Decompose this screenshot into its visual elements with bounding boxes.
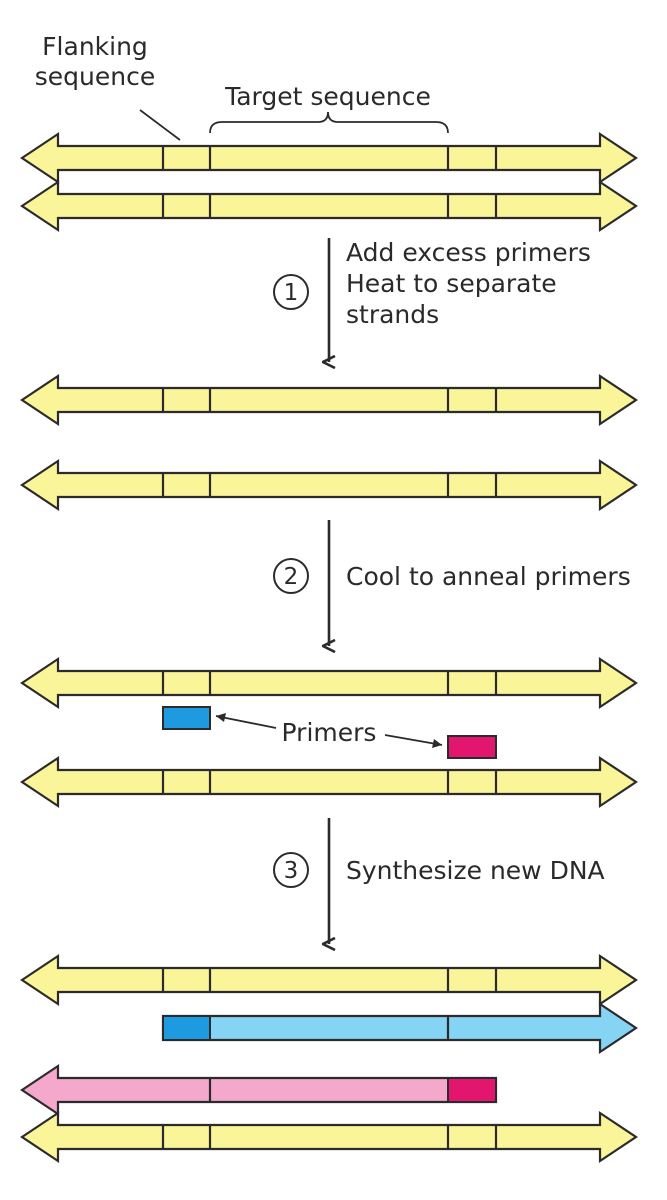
target-brace — [209, 111, 449, 134]
step-2-line-1: Cool to anneal primers — [346, 562, 631, 591]
step-3-number: 3 — [284, 858, 299, 884]
step-3-line-1: Synthesize new DNA — [346, 856, 605, 885]
flanking-label-line1: Flanking — [42, 32, 148, 61]
strand-bottom-template — [20, 1110, 638, 1164]
step-3-circle — [273, 852, 309, 888]
step-1-line-1: Add excess primers — [346, 238, 591, 267]
strand-top-template — [20, 953, 638, 1007]
strand-top-annealed — [20, 656, 638, 710]
primer-right — [447, 735, 497, 759]
new-strand-from-right-primer — [20, 1063, 498, 1117]
strand-bottom-initial — [20, 179, 638, 233]
strand-bottom-separated — [20, 458, 638, 512]
strand-bottom-annealed — [20, 755, 638, 809]
strand-top-initial — [20, 131, 638, 185]
flanking-pointer — [139, 109, 181, 141]
step-2-circle — [273, 558, 309, 594]
step-1-line-3: strands — [346, 300, 439, 329]
step-1-line-2: Heat to separate — [346, 269, 557, 298]
primer-pointer-right — [384, 734, 443, 746]
step-1-circle — [273, 274, 309, 310]
primers-label: Primers — [282, 718, 377, 747]
target-label: Target sequence — [224, 82, 431, 111]
strand-top-separated — [20, 373, 638, 427]
step-2-number: 2 — [284, 564, 299, 590]
primer-pointer-left-head — [216, 713, 226, 722]
new-strand-from-left-primer — [161, 1001, 638, 1055]
step-1-number: 1 — [284, 280, 299, 306]
flanking-label-line2: sequence — [35, 62, 155, 91]
primer-pointer-right-head — [432, 739, 442, 748]
primer-pointer-left — [215, 715, 277, 729]
primer-left — [162, 706, 211, 730]
